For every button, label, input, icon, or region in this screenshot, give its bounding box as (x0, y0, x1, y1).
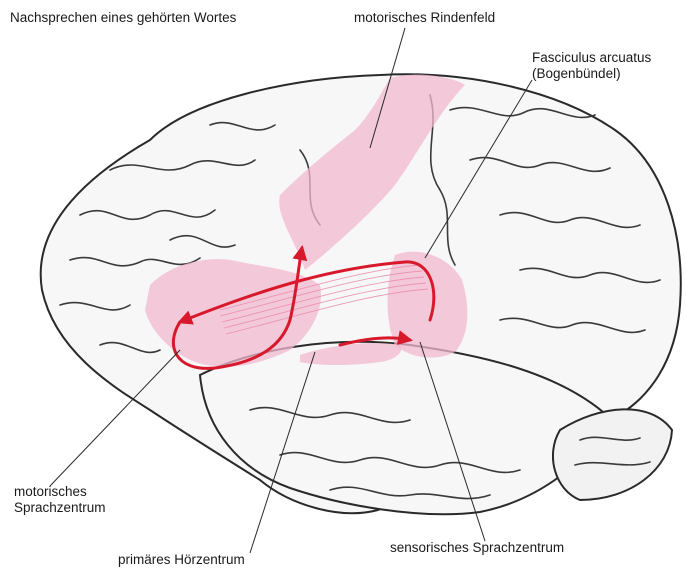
cerebellum-outline (553, 409, 672, 500)
